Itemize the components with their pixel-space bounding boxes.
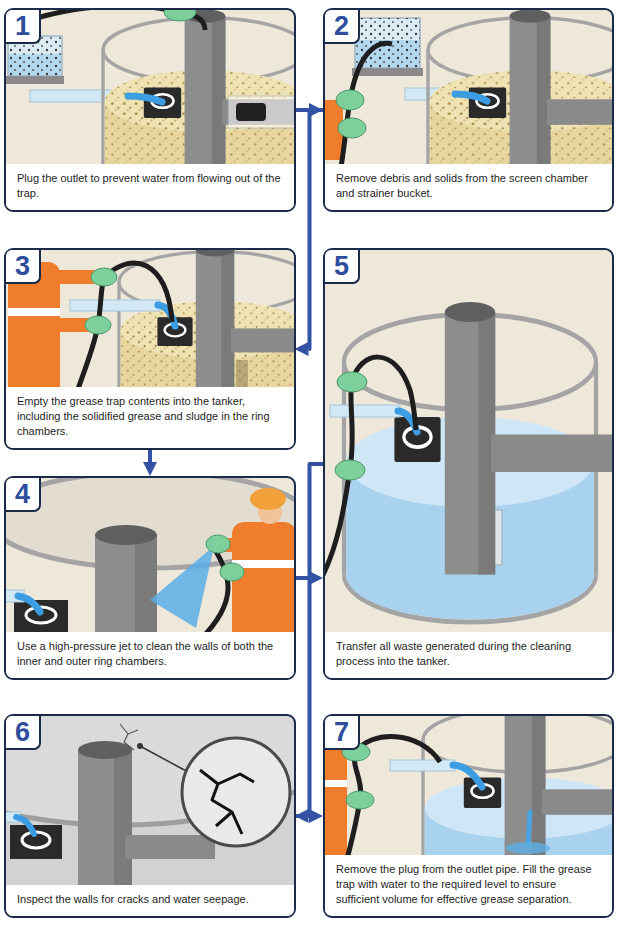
step-6-illustration (200, 770, 254, 834)
step-3-illustration (5, 249, 295, 449)
step-3-illustration (85, 316, 111, 334)
step-4-illustration (220, 563, 244, 581)
step-6-illustration (78, 741, 132, 759)
step-number: 3 (6, 250, 41, 284)
step-3-illustration (8, 308, 60, 316)
step-1-illustration (6, 76, 64, 84)
step-4-illustration (14, 600, 68, 634)
step-6-illustration (120, 724, 138, 750)
step-number: 1 (6, 10, 41, 44)
step-1-illustration (228, 96, 295, 128)
connector-group (150, 110, 323, 816)
step-7-illustration (346, 791, 374, 809)
step-6-illustration (114, 750, 132, 900)
flow-arrow (296, 108, 309, 112)
step-7-illustration (390, 760, 455, 771)
step-4-illustration (5, 477, 295, 679)
step-5-illustration (335, 460, 365, 480)
step-1-illustration (5, 9, 295, 211)
step-caption: Remove debris and solids from the screen… (325, 164, 612, 210)
step-number: 4 (6, 478, 41, 512)
step-5-illustration (324, 357, 416, 575)
flow-arrow (148, 450, 152, 462)
step-4-illustration (250, 488, 286, 510)
step-7-illustration (528, 812, 530, 845)
step-number: 5 (325, 250, 360, 284)
step-1-illustration (128, 96, 162, 102)
step-3-illustration (91, 268, 117, 286)
step-6-illustration (5, 715, 295, 917)
step-3-illustration (236, 360, 248, 388)
step-5-illustration (337, 372, 367, 392)
step-number: 7 (325, 716, 360, 750)
step-2-illustration (455, 94, 487, 101)
step-4-illustration (18, 596, 40, 612)
step-number: 6 (6, 716, 41, 750)
flow-arrow (296, 576, 309, 580)
step-panel: 5Transfer all waste generated during the… (323, 248, 614, 680)
step-caption: Remove the plug from the outlet pipe. Fi… (325, 855, 612, 916)
flow-arrow (309, 110, 324, 349)
step-panel: 7Remove the plug from the outlet pipe. F… (323, 714, 614, 918)
step-panel: 2Remove debris and solids from the scree… (323, 8, 614, 212)
flow-arrow (296, 814, 309, 818)
step-caption: Inspect the walls for cracks and water s… (6, 885, 294, 916)
step-number: 2 (325, 10, 360, 44)
step-2-illustration (336, 90, 364, 110)
step-6-illustration (140, 746, 188, 772)
step-panel: 3Empty the grease trap contents into the… (4, 248, 296, 450)
step-7-illustration (324, 780, 347, 787)
step-6-illustration (78, 750, 132, 900)
step-5-illustration (324, 249, 613, 679)
step-2-illustration (352, 68, 423, 76)
step-6-illustration (182, 738, 290, 846)
step-panel: 1Plug the outlet to prevent water from f… (4, 8, 296, 212)
step-panel: 4Use a high-pressure jet to clean the wa… (4, 476, 296, 680)
step-1-illustration (164, 9, 196, 21)
step-2-illustration (338, 118, 366, 138)
step-7-illustration (324, 715, 613, 917)
step-7-illustration (453, 765, 482, 787)
step-2-illustration (324, 9, 613, 211)
step-caption: Empty the grease trap contents into the … (6, 387, 294, 448)
step-4-illustration (150, 546, 214, 628)
step-6-illustration (16, 817, 34, 834)
step-panel: 6Inspect the walls for cracks and water … (4, 714, 296, 918)
step-5-illustration (330, 405, 400, 417)
step-6-illustration (125, 835, 215, 859)
flow-arrow (309, 464, 324, 816)
step-5-illustration (394, 302, 613, 575)
step-1-illustration (236, 103, 266, 121)
step-4-illustration (95, 525, 157, 545)
step-caption: Plug the outlet to prevent water from fl… (6, 164, 294, 210)
step-4-illustration (206, 535, 230, 553)
step-3-illustration (70, 300, 160, 311)
step-6-illustration (10, 825, 62, 859)
step-7-illustration (506, 842, 550, 854)
step-caption: Transfer all waste generated during the … (325, 632, 612, 678)
step-caption: Use a high-pressure jet to clean the wal… (6, 632, 294, 678)
